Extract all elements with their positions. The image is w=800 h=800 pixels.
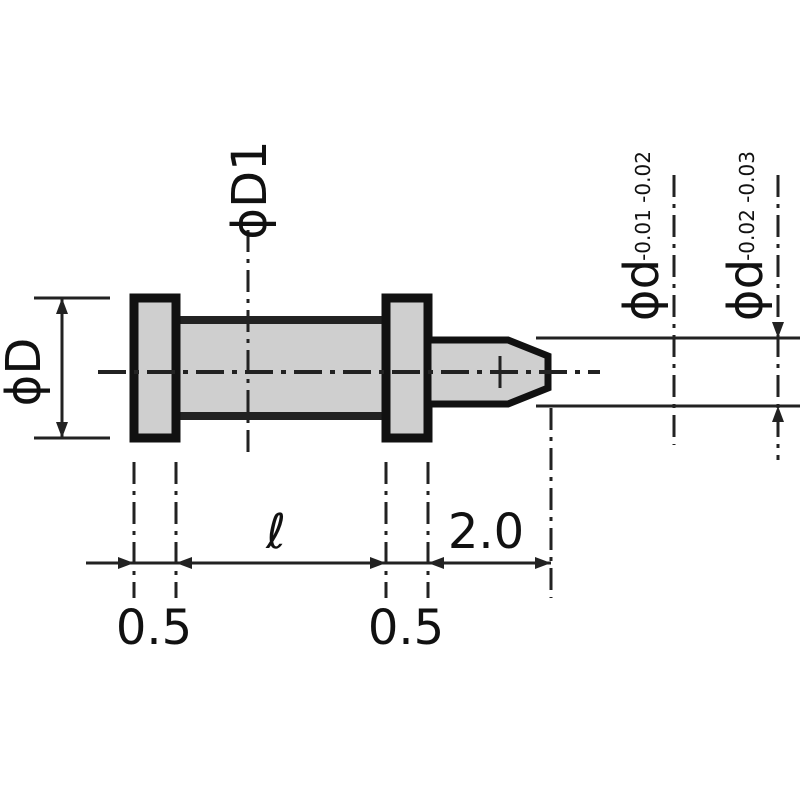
phi-d-left-label: ϕd <box>614 259 670 321</box>
left-flange <box>134 298 176 438</box>
arrow-d <box>428 557 444 569</box>
phi-d-right-label: ϕd <box>718 259 774 321</box>
phi-d-left-tolerance: -0.01 -0.02 <box>631 151 655 261</box>
phi-d-right-tolerance: -0.02 -0.03 <box>735 151 759 261</box>
phi-D1-label: ϕD1 <box>222 140 278 239</box>
dim-bottom: ℓ 2.0 0.5 0.5 <box>86 408 553 656</box>
dim-phi-d-left: ϕd -0.01 -0.02 <box>536 151 800 445</box>
dim-0-5-right-label: 0.5 <box>368 600 444 656</box>
pin-shaft <box>424 336 552 408</box>
pin-part <box>129 293 552 443</box>
dim-0-5-left-label: 0.5 <box>116 600 192 656</box>
dim-2-0-label: 2.0 <box>448 504 524 560</box>
arrow-e <box>535 557 551 569</box>
dim-phi-D1: ϕD1 <box>222 140 278 455</box>
arrow-c <box>370 557 386 569</box>
arrow-b <box>176 557 192 569</box>
ell-label: ℓ <box>265 504 286 560</box>
phi-D-label: ϕD <box>0 338 52 407</box>
right-flange <box>386 298 428 438</box>
left-flange-outline <box>129 293 181 443</box>
dim-phi-d-right: ϕd -0.02 -0.03 <box>718 151 784 460</box>
arrow-a <box>118 557 134 569</box>
phi-d-right-arrow-top <box>772 322 784 338</box>
dim-phi-D: ϕD <box>0 296 110 440</box>
phi-D-arrow-bottom <box>56 422 68 438</box>
phi-D-arrow-top <box>56 298 68 314</box>
body-cylinder <box>176 320 386 416</box>
phi-d-right-arrow-bottom <box>772 406 784 422</box>
